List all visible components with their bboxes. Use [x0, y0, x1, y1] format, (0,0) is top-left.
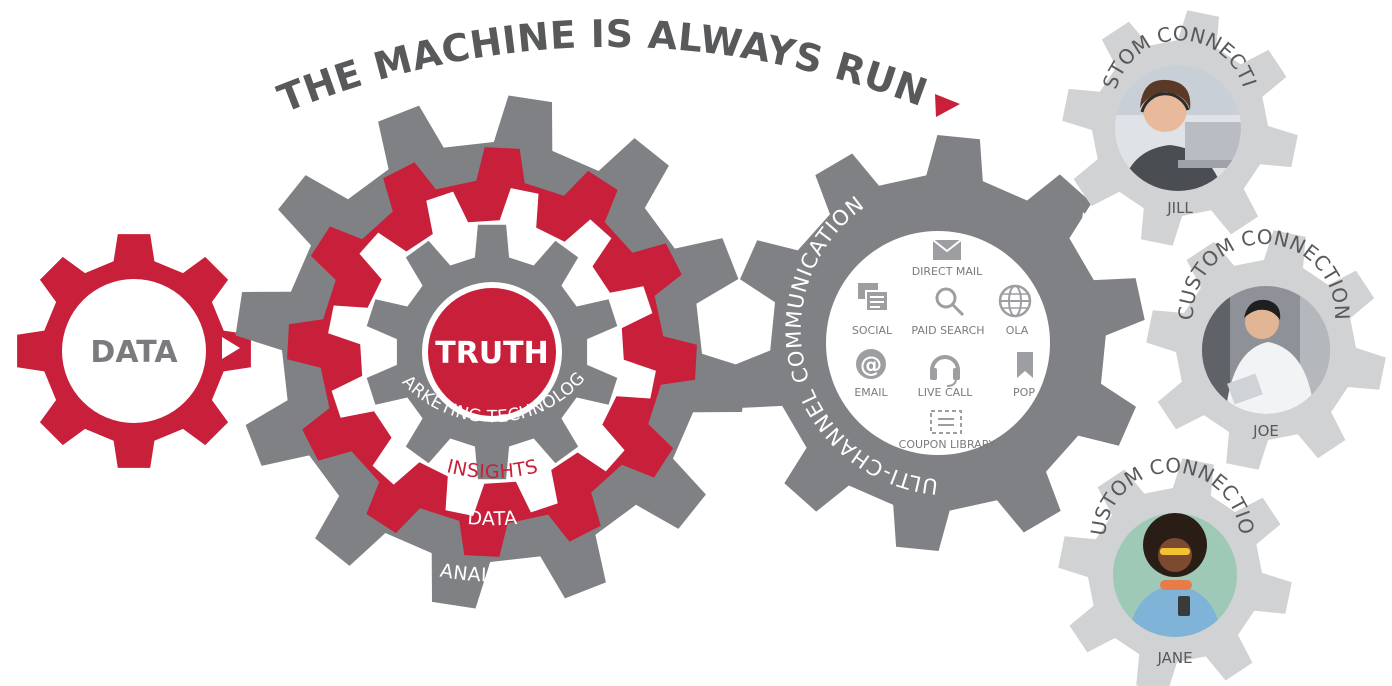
at-sign-icon: @: [856, 349, 886, 379]
customer-name-joe: JOE: [1252, 422, 1279, 440]
bookmark-icon: [1017, 352, 1033, 378]
headline: THE MACHINE IS ALWAYS RUNNING: [0, 0, 933, 121]
customer-name-jill: JILL: [1166, 199, 1193, 217]
channel-label-direct-mail: DIRECT MAIL: [912, 265, 983, 278]
data-gear: DATA: [17, 234, 251, 468]
customer-photo-jane: [1113, 513, 1237, 637]
connector-arrow-icon: [1117, 338, 1136, 358]
play-arrow-icon: [935, 94, 960, 117]
channel-label-paid-search: PAID SEARCH: [911, 324, 984, 337]
connector-arrow-icon: [1080, 462, 1100, 484]
connector-arrow-icon: [222, 337, 240, 359]
truth-circle: [428, 288, 556, 416]
ring-label-analytics: ANALYTICS: [438, 560, 546, 587]
channel-label-live-call: LIVE CALL: [918, 386, 974, 399]
ring-label-data: DATA: [467, 507, 519, 530]
chat-bubbles-icon: [858, 283, 889, 312]
connector-arrow-icon: [1080, 212, 1100, 236]
channel-label-email: EMAIL: [854, 386, 888, 399]
customer-name-jane: JANE: [1156, 649, 1192, 667]
coupon-icon: [930, 410, 962, 434]
channel-label-ola: OLA: [1006, 324, 1029, 337]
envelope-icon: [932, 239, 962, 260]
channel-label-pop: POP: [1013, 386, 1035, 399]
globe-icon: [998, 284, 1032, 318]
data-gear-label: DATA: [90, 335, 178, 370]
svg-text:@: @: [860, 353, 882, 378]
truth-label: TRUTH: [435, 336, 549, 371]
customer-gear-joe: CUSTOM CONNECTION JOE: [1146, 225, 1386, 470]
channel-label-coupon-library: COUPON LIBRARY: [899, 438, 996, 451]
magnifier-icon: [935, 287, 965, 317]
channels-panel: [826, 231, 1050, 455]
headset-icon: [930, 355, 960, 387]
channel-label-social: SOCIAL: [852, 324, 893, 337]
